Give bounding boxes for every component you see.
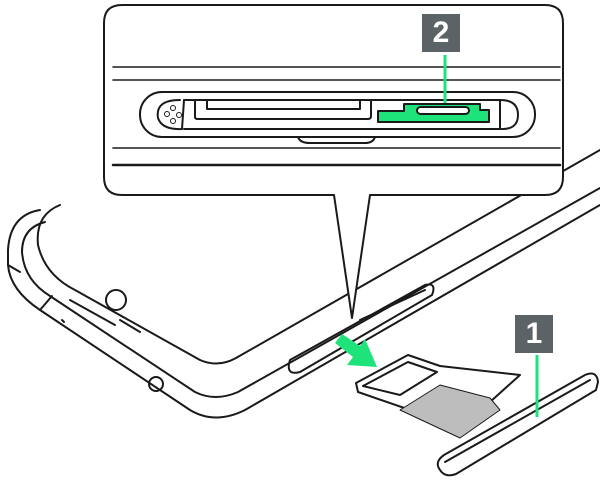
slot-opening bbox=[139, 91, 536, 138]
microsd-card bbox=[399, 384, 501, 439]
callout-magnified-view bbox=[103, 4, 564, 319]
eject-hole bbox=[156, 99, 185, 131]
label-2: 2 bbox=[422, 14, 460, 52]
label-1: 1 bbox=[515, 315, 553, 353]
phone-body bbox=[7, 149, 600, 419]
direction-arrow-icon bbox=[335, 334, 377, 367]
camera-icon bbox=[105, 289, 127, 311]
sim-tray bbox=[355, 354, 599, 477]
